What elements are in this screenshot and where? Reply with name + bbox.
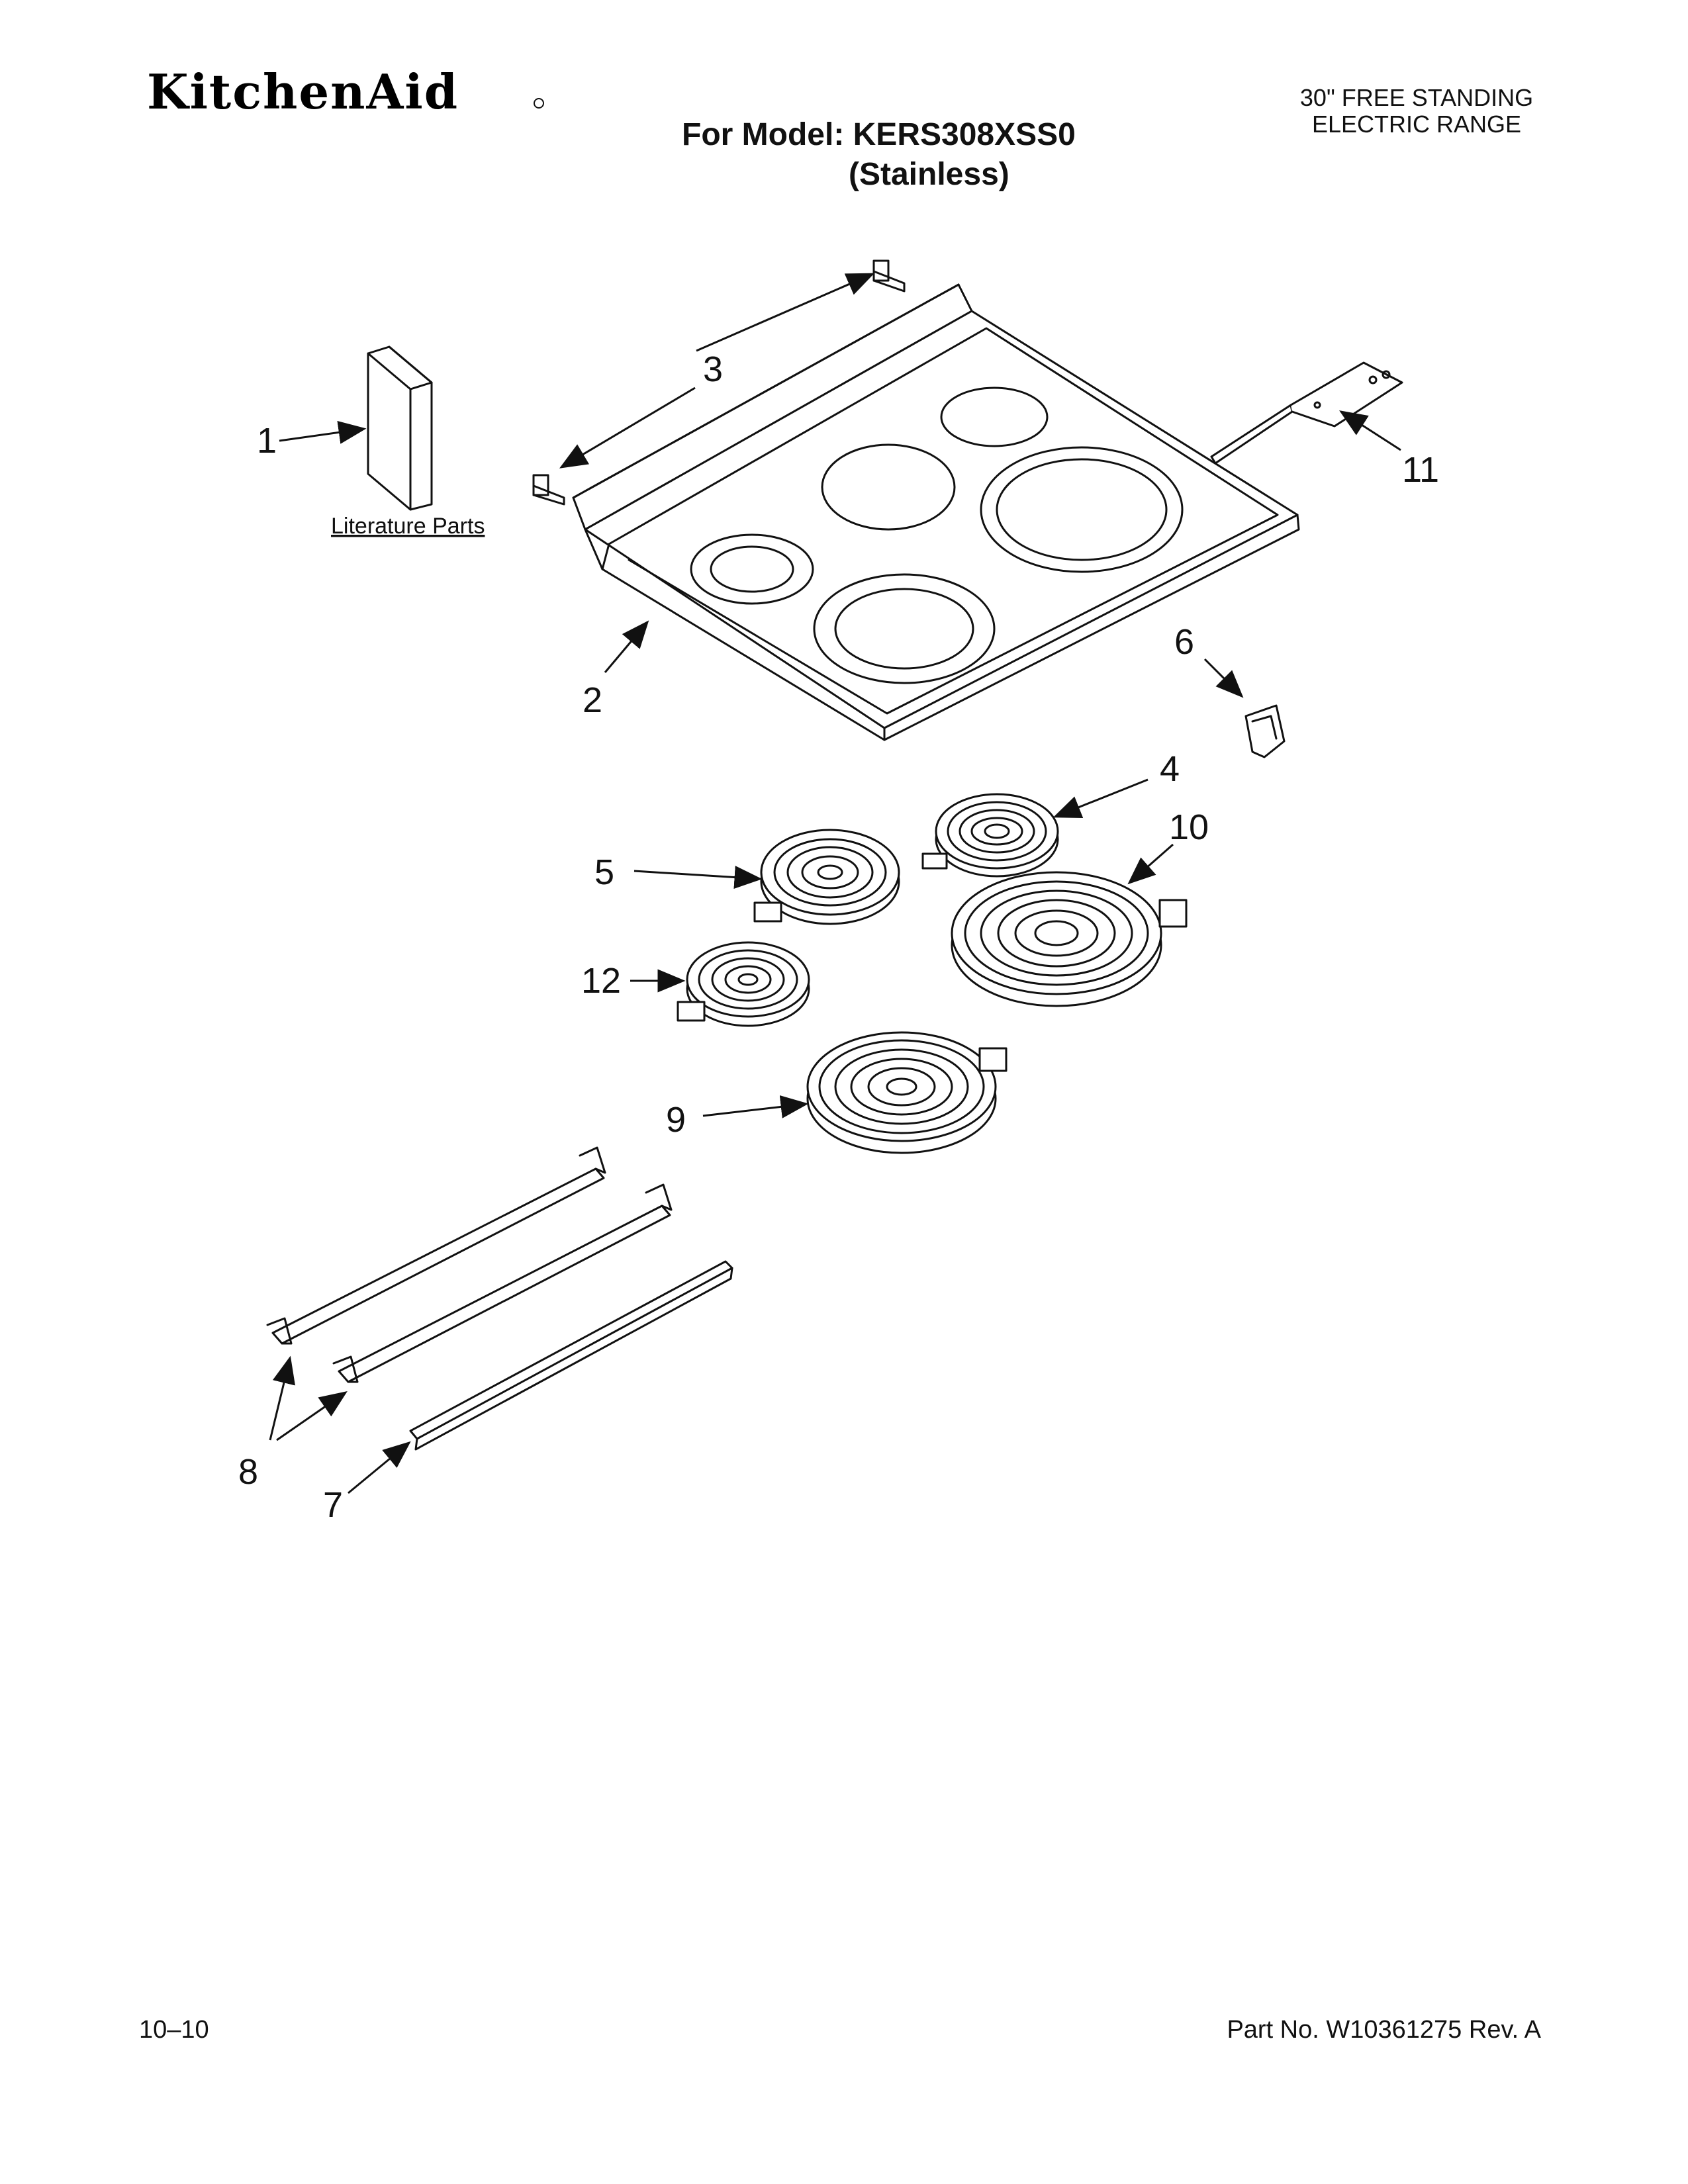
callout-6: 6: [1174, 622, 1194, 662]
product-type-line2: ELECTRIC RANGE: [1311, 111, 1522, 138]
leader-1: [279, 421, 367, 444]
product-type-line1: 30" FREE STANDING: [1299, 84, 1534, 111]
leader-2: [604, 620, 649, 673]
callout-7: 7: [323, 1485, 343, 1525]
leader-9: [702, 1095, 809, 1118]
callout-12: 12: [581, 961, 621, 1001]
surface-element-9: [806, 1031, 1008, 1154]
leader-3a: [696, 273, 875, 352]
surface-element-5: [753, 829, 900, 925]
front-trim-strip: [409, 1260, 733, 1451]
cooktop-clip-rear: [872, 259, 906, 293]
callout-5: 5: [594, 852, 614, 892]
leader-7: [348, 1441, 411, 1494]
model-finish: (Stainless): [849, 157, 1009, 192]
callout-3: 3: [703, 349, 723, 389]
support-rail-front: [332, 1183, 673, 1383]
callout-11: 11: [1402, 450, 1439, 490]
leader-8b: [276, 1391, 348, 1441]
model-title: For Model: KERS308XSS0: [682, 117, 1076, 152]
leader-10: [1127, 843, 1174, 885]
side-trim-clip: [1244, 704, 1286, 758]
leader-3b: [559, 387, 696, 469]
leader-6: [1203, 658, 1244, 698]
surface-element-4: [921, 793, 1059, 878]
callout-8: 8: [238, 1452, 258, 1492]
callout-9: 9: [666, 1100, 686, 1140]
brand-logo: KitchenAid: [147, 64, 544, 120]
part-number: Part No. W10361275 Rev. A: [1227, 2016, 1541, 2044]
support-rail-rear: [266, 1146, 606, 1345]
cooktop-main-top: [572, 283, 1300, 741]
brand-logo-text: KitchenAid: [147, 66, 459, 119]
callout-2: 2: [583, 680, 602, 720]
cooktop-bracket: [1210, 361, 1403, 465]
revision-date: 10–10: [139, 2016, 209, 2044]
surface-element-10: [951, 871, 1188, 1007]
leader-11: [1339, 410, 1401, 451]
leader-4: [1053, 778, 1149, 818]
cooktop-clip-front: [532, 474, 565, 506]
surface-element-12: [677, 941, 810, 1027]
literature-parts-label: Literature Parts: [331, 514, 485, 539]
leader-8a: [269, 1355, 295, 1441]
product-type: 30" FREE STANDING ELECTRIC RANGE: [1271, 85, 1562, 138]
literature-parts-booklet: [367, 345, 433, 511]
cooktop-burner-marks: [690, 387, 1184, 684]
callout-4: 4: [1160, 749, 1180, 789]
callout-10: 10: [1169, 807, 1209, 847]
leader-5: [633, 866, 763, 889]
callout-1: 1: [257, 421, 277, 461]
